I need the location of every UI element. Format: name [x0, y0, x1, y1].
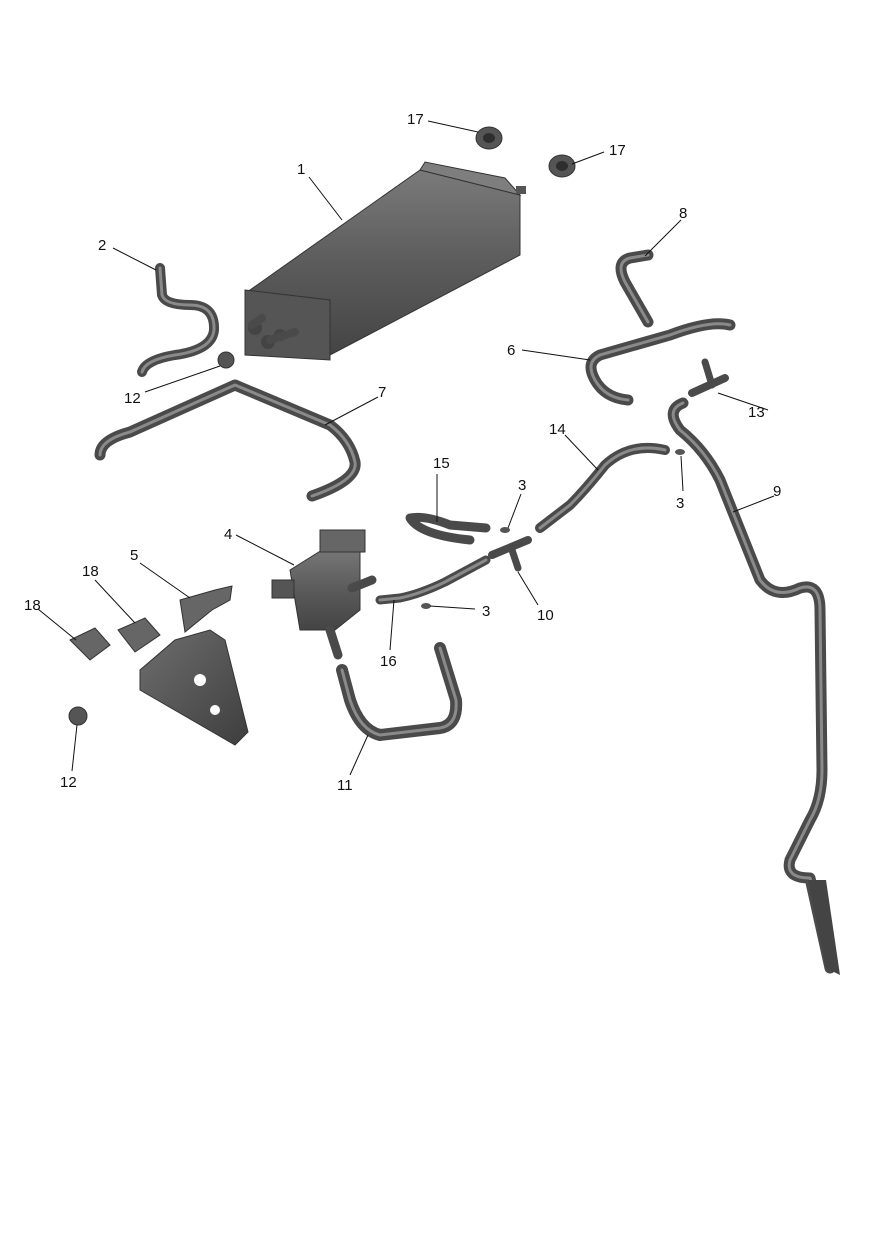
hose-part-14 [535, 442, 670, 533]
bracket-part-5 [139, 585, 249, 746]
callout-11: 11 [337, 777, 353, 794]
grommet-part-17-left [475, 126, 503, 150]
tee-fitting-part-13 [688, 358, 729, 397]
callout-1: 1 [297, 161, 305, 178]
callout-10: 10 [537, 607, 554, 624]
callout-9: 9 [773, 483, 781, 500]
tee-fitting-part-10 [488, 536, 532, 572]
clip-part-18-right [117, 617, 161, 653]
callout-3-a: 3 [518, 477, 526, 494]
callout-18-upper: 18 [82, 563, 99, 580]
callout-7: 7 [378, 384, 386, 401]
callout-17-right: 17 [609, 142, 626, 159]
callout-3-b: 3 [676, 495, 684, 512]
hose-part-6 [585, 318, 736, 406]
callout-8: 8 [679, 205, 687, 222]
grommet-part-17-right [548, 154, 576, 178]
hose-part-16 [375, 555, 491, 605]
callout-2: 2 [98, 237, 106, 254]
clamp-part-3-c [421, 603, 431, 609]
hose-part-8 [615, 249, 654, 328]
hose-part-11 [336, 642, 463, 741]
callout-14: 14 [549, 421, 566, 438]
hose-part-7 [94, 379, 361, 502]
bolt-part-12-lower [68, 706, 88, 726]
canister-part-1 [244, 161, 526, 361]
leader-lines [37, 120, 775, 776]
callout-numbers: 1 2 17 17 8 6 12 7 13 14 15 3 3 9 4 5 18… [24, 111, 781, 794]
callout-3-c: 3 [482, 603, 490, 620]
callout-15: 15 [433, 455, 450, 472]
clamp-part-3-b [675, 449, 685, 455]
callout-4: 4 [224, 526, 232, 543]
clip-part-18-left [69, 627, 111, 661]
callout-6: 6 [507, 342, 515, 359]
hose-part-9 [667, 397, 840, 975]
hose-part-2 [137, 263, 220, 377]
clamp-part-3-a [500, 527, 510, 533]
callout-12-upper: 12 [124, 390, 141, 407]
valve-part-4 [271, 529, 377, 660]
callout-18-lower: 18 [24, 597, 41, 614]
callout-12-lower: 12 [60, 774, 77, 791]
bolt-part-12-upper [217, 351, 235, 369]
callout-13: 13 [748, 404, 765, 421]
callout-5: 5 [130, 547, 138, 564]
hose-part-15 [405, 512, 491, 545]
callout-16: 16 [380, 653, 397, 670]
callout-17-left: 17 [407, 111, 424, 128]
